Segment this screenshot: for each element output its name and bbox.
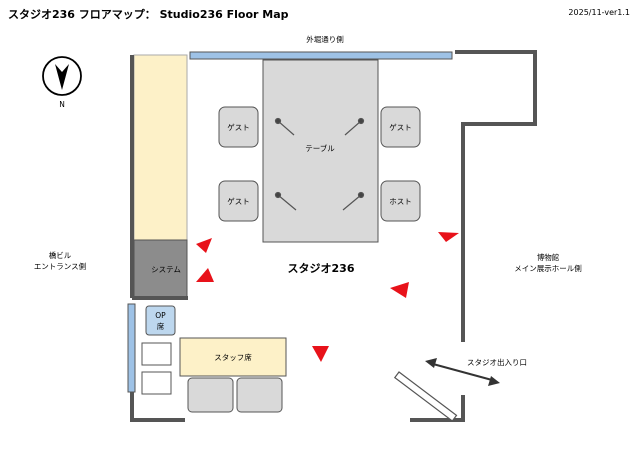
- seat-label: ホスト: [389, 197, 412, 206]
- map-title: スタジオ236 フロアマップ： Studio236 Floor Map: [8, 8, 289, 21]
- staff-chair: [236, 377, 283, 413]
- outer-passage-label: 外堀通り側: [306, 34, 344, 44]
- studio-name-label: スタジオ236: [288, 262, 355, 275]
- equipment-box: [141, 371, 172, 395]
- top-window: [189, 51, 453, 60]
- camera-icon: [196, 268, 214, 282]
- table-label: テーブル: [305, 143, 335, 153]
- studio-door: [393, 371, 458, 422]
- seat-guest-2: [380, 106, 421, 148]
- system-box: [133, 239, 188, 298]
- op-seat-label: 席: [157, 321, 165, 331]
- north-arrow-icon: [42, 56, 82, 96]
- studio-exit-label: スタジオ出入り口: [467, 357, 527, 367]
- seat-host: [380, 180, 421, 222]
- seat-label: ゲスト: [389, 123, 412, 132]
- staff-desk-label: スタッフ席: [214, 352, 252, 362]
- right-museum-label: 博物館 メイン展示ホール側: [514, 253, 582, 273]
- seat-label: ゲスト: [227, 197, 250, 206]
- left-entrance-label: 橋ビル エントランス側: [33, 251, 87, 271]
- version-label: 2025/11-ver1.1: [568, 8, 630, 17]
- seat-guest-3: [218, 180, 259, 222]
- op-seat: [145, 305, 176, 336]
- staff-desk: [179, 337, 287, 377]
- seat-guest-1: [218, 106, 259, 148]
- op-seat-label: OP: [155, 311, 166, 320]
- table: [262, 59, 379, 243]
- entrance-arrow-icon: [425, 358, 500, 386]
- yellow-zone: [133, 54, 188, 241]
- equipment-box: [141, 342, 172, 366]
- north-label: N: [59, 100, 65, 109]
- system-label: システム: [151, 265, 181, 274]
- left-window: [127, 303, 136, 393]
- camera-icon: [312, 346, 329, 362]
- camera-icon: [438, 232, 459, 242]
- walls: [130, 50, 537, 422]
- staff-chair: [187, 377, 234, 413]
- camera-icon: [390, 282, 409, 298]
- camera-markers: [196, 232, 459, 362]
- microphones: [274, 117, 365, 211]
- seat-label: ゲスト: [227, 123, 250, 132]
- camera-icon: [196, 238, 212, 253]
